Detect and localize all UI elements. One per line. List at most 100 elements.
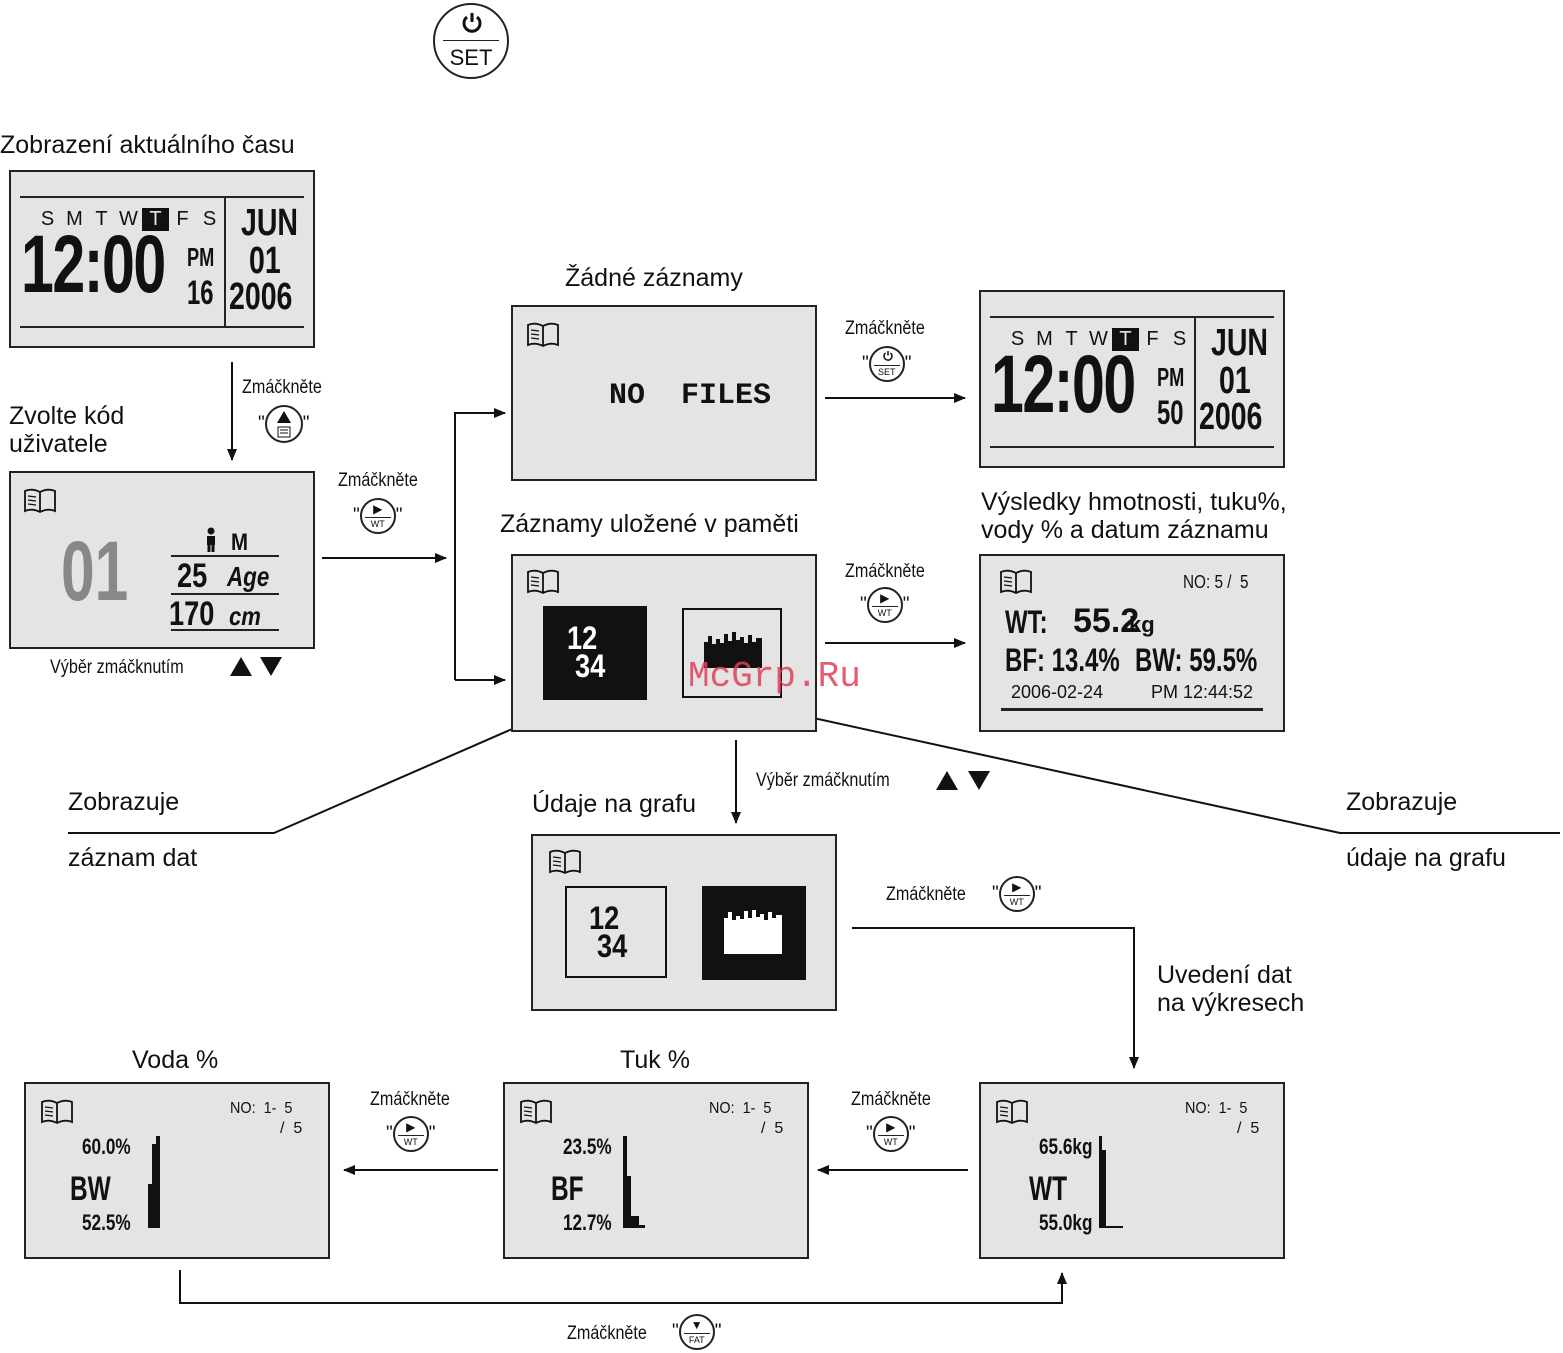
weight-baseline (1099, 1226, 1123, 1228)
results-title-1: Výsledky hmotnosti, tuku%, (981, 488, 1287, 516)
wt-button-1[interactable]: ▶ WT (359, 498, 396, 534)
play-icon: ▶ (406, 1120, 416, 1134)
wt-unit: kg (1129, 612, 1155, 637)
records-stored-title: Záznamy uložené v paměti (500, 510, 799, 538)
book-icon (41, 1099, 73, 1125)
date-day: 01 (249, 240, 281, 282)
records-list-option-selected[interactable]: 12 34 (543, 606, 647, 700)
memory-icon (277, 426, 291, 438)
weight-bar-1 (1099, 1136, 1102, 1228)
date-month: JUN (241, 202, 299, 244)
weight-min: 55.0kg (1039, 1210, 1093, 1235)
wt-button-5[interactable]: ▶ WT (392, 1116, 429, 1152)
date-month-2: JUN (1211, 322, 1269, 364)
wt-value: 55.2 (1073, 602, 1140, 640)
water-min: 52.5% (82, 1210, 131, 1235)
left-caption-2: záznam dat (68, 844, 198, 872)
water-title: Voda % (132, 1046, 219, 1074)
weight-record-range: NO: 1- 5 (1185, 1100, 1248, 1117)
set-button-wrap: " SET " (862, 346, 912, 382)
water-bar-2 (152, 1144, 156, 1228)
up-button-wrap: " " (258, 405, 310, 443)
water-record-range: NO: 1- 5 (230, 1100, 293, 1117)
fat-record-range: NO: 1- 5 (709, 1100, 772, 1117)
fat-max: 23.5% (563, 1134, 612, 1159)
up-button[interactable] (264, 405, 303, 443)
select-hint-2: Výběr zmáčknutím (756, 770, 890, 791)
clock-time: 12:00 (21, 219, 166, 310)
graph-option-selected[interactable] (702, 886, 806, 980)
left-caption-1: Zobrazuje (68, 788, 180, 816)
user-code-screen: 01 M 25 Age 170 cm (9, 471, 315, 649)
play-icon: ▶ (1012, 880, 1022, 894)
graph-data-title: Údaje na grafu (532, 790, 697, 818)
weight-label: WT (1029, 1170, 1068, 1208)
book-icon (24, 488, 56, 514)
wt-button-3[interactable]: ▶ WT (998, 876, 1035, 912)
wt-button-wrap-5: " ▶ WT " (386, 1116, 436, 1152)
fat-label: BF (551, 1170, 584, 1208)
book-icon (1000, 569, 1032, 595)
wt-button-2[interactable]: ▶ WT (866, 587, 903, 623)
power-icon (883, 351, 893, 361)
fat-title: Tuk % (620, 1046, 690, 1074)
results-title-2: vody % a datum záznamu (981, 516, 1269, 544)
bf-value: BF: 13.4% (1005, 642, 1120, 678)
weight-record-total: / 5 (1237, 1120, 1260, 1137)
records-num-2: 34 (575, 648, 606, 684)
drawings-title-1: Uvedení dat (1157, 961, 1292, 989)
wt-button-wrap-1: " ▶ WT " (353, 498, 403, 534)
play-icon: ▶ (886, 1120, 896, 1134)
clock-time-2: 12:00 (991, 339, 1136, 430)
right-caption-1: Zobrazuje (1346, 788, 1458, 816)
age-unit: Age (227, 561, 270, 592)
records-stored-screen: 12 34 (511, 554, 817, 732)
book-icon (520, 1099, 552, 1125)
triangle-down-icon: ▼ (690, 1318, 703, 1332)
wt-label: WT: (1005, 604, 1048, 640)
press-wt2-label: Zmáčkněte (845, 561, 925, 582)
user-code: 01 (61, 524, 129, 618)
drawings-title-2: na výkresech (1157, 989, 1305, 1017)
graph-data-screen: 12 34 (531, 834, 837, 1011)
water-record-total: / 5 (280, 1120, 303, 1137)
user-height: 170 (169, 595, 215, 633)
weight-screen: NO: 1- 5 / 5 65.6kg WT 55.0kg (979, 1082, 1285, 1259)
clock-seconds: 16 (187, 274, 214, 312)
press-wt1-label: Zmáčkněte (338, 470, 418, 491)
book-icon (996, 1099, 1028, 1125)
triangle-up-icon (276, 411, 291, 423)
records-num-1: 12 (567, 620, 598, 656)
fat-bar-1 (623, 1136, 627, 1228)
book-icon (549, 849, 581, 875)
wt-button-4[interactable]: ▶ WT (872, 1116, 909, 1152)
graph-option[interactable] (682, 608, 782, 698)
date-year: 2006 (229, 276, 293, 318)
fat-bar-2 (627, 1176, 631, 1228)
water-label: BW (70, 1170, 111, 1208)
time-display-title: Zobrazení aktuálního času (0, 131, 295, 159)
fat-button[interactable]: ▼ FAT (678, 1314, 715, 1350)
no-records-screen: NO FILES (511, 305, 817, 481)
user-code-title-1: Zvolte kód (9, 402, 125, 430)
set-button-small[interactable]: SET (868, 346, 905, 382)
no-records-title: Žádné záznamy (565, 264, 743, 292)
play-icon: ▶ (373, 502, 383, 516)
right-caption-2: údaje na grafu (1346, 844, 1506, 872)
fat-min: 12.7% (563, 1210, 612, 1235)
press-wt4-label: Zmáčkněte (851, 1089, 931, 1110)
press-set-label: Zmáčkněte (845, 318, 925, 339)
set-power-button[interactable]: SET (433, 3, 509, 79)
press-up-label: Zmáčkněte (242, 377, 322, 398)
power-icon (462, 13, 482, 33)
fat-screen: NO: 1- 5 / 5 23.5% BF 12.7% (503, 1082, 809, 1259)
clock-ampm: PM (187, 242, 215, 272)
no-files-text: NO FILES (609, 379, 772, 413)
press-fat-label: Zmáčkněte (567, 1323, 647, 1344)
person-icon (207, 527, 215, 552)
water-screen: NO: 1- 5 / 5 60.0% BW 52.5% (24, 1082, 330, 1259)
records-list-option[interactable]: 12 34 (565, 886, 667, 978)
